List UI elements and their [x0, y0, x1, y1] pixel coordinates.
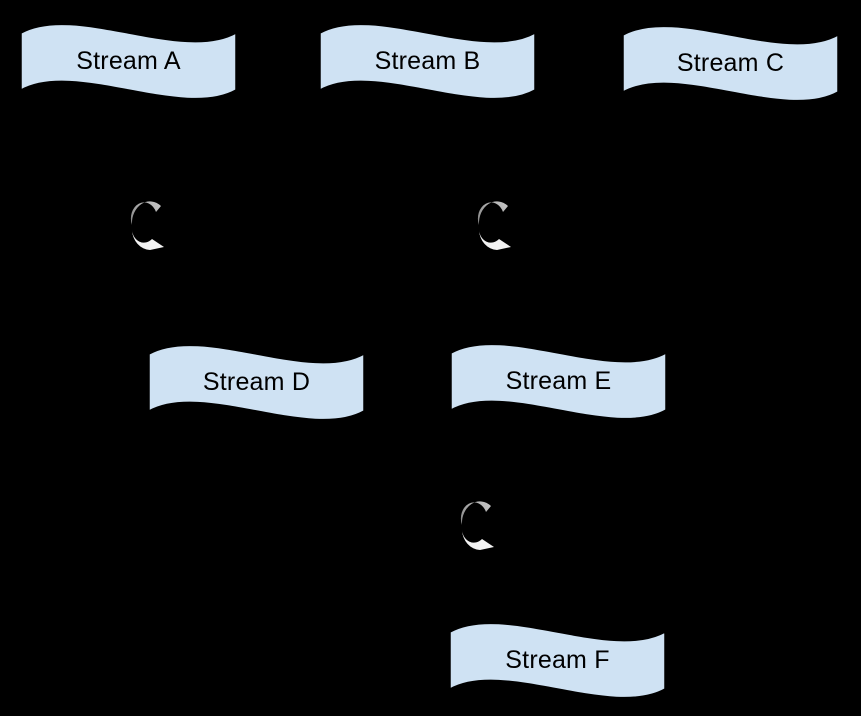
circular-arrow-icon — [477, 201, 511, 250]
node-stream-d: Stream D — [148, 344, 365, 421]
circular-arrow-icon — [130, 201, 164, 250]
node-label: Stream A — [76, 47, 181, 75]
node-label: Stream F — [505, 646, 610, 674]
node-stream-a: Stream A — [20, 23, 237, 100]
node-label: Stream E — [505, 367, 612, 395]
node-label: Stream C — [676, 49, 785, 77]
node-label: Stream D — [202, 368, 311, 396]
node-stream-b: Stream B — [319, 23, 536, 100]
node-label: Stream B — [374, 47, 481, 75]
circular-arrow-icon — [460, 501, 494, 550]
node-stream-f: Stream F — [449, 622, 666, 699]
node-stream-c: Stream C — [622, 25, 839, 102]
node-stream-e: Stream E — [450, 343, 667, 420]
